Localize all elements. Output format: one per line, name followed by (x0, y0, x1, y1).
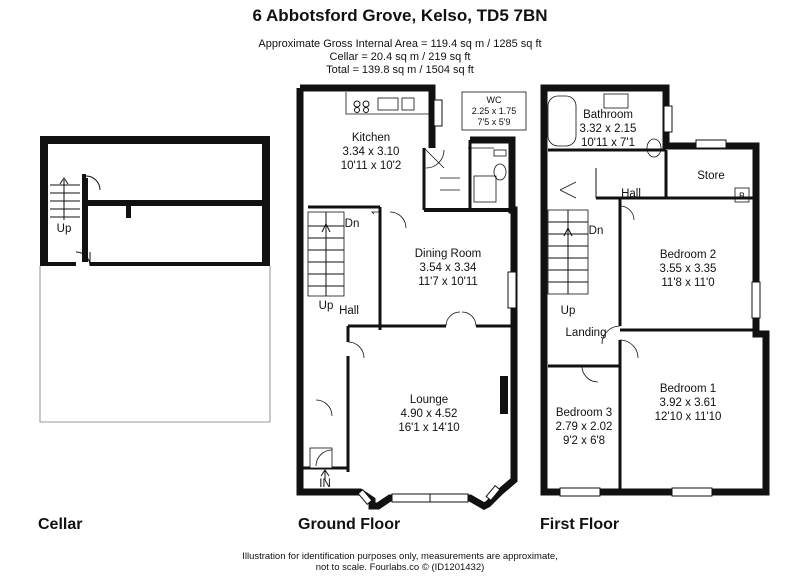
bedroom3-name: Bedroom 3 (556, 407, 612, 419)
kitchen-imperial: 10'11 x 10'2 (341, 160, 401, 172)
first-hall-name: Hall (621, 188, 641, 200)
cellar-unexcavated-outline (39, 266, 271, 423)
kitchen-name: Kitchen (352, 132, 390, 144)
first-floor-plan (540, 84, 770, 497)
bedroom1-window (671, 487, 713, 497)
cellar-plan (39, 136, 271, 423)
bedroom3-imperial: 9'2 x 6'8 (563, 435, 605, 447)
kitchen-sink (377, 97, 399, 111)
lounge-name: Lounge (410, 394, 448, 406)
bath-tub (547, 95, 577, 147)
bathroom-name: Bathroom (583, 109, 633, 121)
dining-window (507, 271, 517, 309)
first-stairs-down-label: Dn (589, 225, 604, 237)
cellar-floor-label: Cellar (38, 516, 83, 533)
front-door (309, 447, 333, 469)
store-window (695, 139, 727, 149)
lounge-imperial: 16'1 x 14'10 (398, 422, 459, 434)
kitchen-metric: 3.34 x 3.10 (343, 146, 400, 158)
total-area-text: Total = 139.8 sq m / 1504 sq ft (326, 64, 474, 76)
bathroom-basin (603, 93, 629, 109)
gross-area-text: Approximate Gross Internal Area = 119.4 … (258, 38, 542, 50)
boiler-label: B (739, 191, 745, 201)
ground-floor-plan (296, 84, 518, 510)
page-title: 6 Abbotsford Grove, Kelso, TD5 7BN (252, 6, 548, 25)
bathroom-metric: 3.32 x 2.15 (580, 123, 637, 135)
disclaimer-line1: Illustration for identification purposes… (242, 551, 558, 562)
lounge-fireplace (500, 376, 508, 414)
wc-basin (473, 175, 497, 203)
ground-floor-label: Ground Floor (298, 516, 401, 533)
disclaimer-line2: not to scale. Fourlabs.co © (ID1201432) (315, 562, 485, 573)
dining-imperial: 11'7 x 10'11 (418, 276, 478, 288)
cellar-area-text: Cellar = 20.4 sq m / 219 sq ft (329, 51, 471, 63)
dining-door-swing (389, 211, 407, 229)
bedroom2-metric: 3.55 x 3.35 (660, 263, 717, 275)
dining-metric: 3.54 x 3.34 (420, 262, 478, 274)
ground-stairs-down-label: Dn (345, 218, 360, 230)
bedroom2-window (751, 281, 761, 319)
bathroom-imperial: 10'11 x 7'1 (581, 137, 635, 149)
cellar-stairs-up-label: Up (57, 223, 72, 235)
entrance-label: IN (319, 478, 331, 490)
boiler-box (734, 187, 750, 203)
first-stairs (547, 209, 589, 295)
bedroom1-metric: 3.92 x 3.61 (660, 397, 717, 409)
wc-metric: 2.25 x 1.75 (472, 106, 517, 116)
ground-stairs (307, 211, 345, 297)
bedroom3-metric: 2.79 x 2.02 (556, 421, 613, 433)
wc-toilet (493, 163, 507, 181)
bedroom3-window (559, 487, 601, 497)
cellar-inner-wall (86, 200, 262, 206)
ground-hall-name: Hall (339, 305, 359, 317)
bedroom1-name: Bedroom 1 (660, 383, 716, 395)
wc-imperial: 7'5 x 5'9 (478, 117, 511, 127)
cellar-stairs (50, 177, 80, 220)
ground-stairs-up-label: Up (319, 300, 334, 312)
bathroom-window (663, 105, 673, 133)
disclaimer: Illustration for identification purposes… (0, 551, 800, 573)
store-name: Store (697, 170, 725, 182)
ground-outer-walls (296, 88, 518, 510)
wc-name: WC (487, 95, 502, 105)
bedroom2-name: Bedroom 2 (660, 249, 716, 261)
bedroom1-imperial: 12'10 x 11'10 (655, 411, 722, 423)
first-stairs-up-label: Up (561, 305, 576, 317)
bedroom2-imperial: 11'8 x 11'0 (661, 277, 714, 289)
wc-label-box (461, 91, 527, 131)
kitchen-window (433, 99, 443, 127)
lounge-metric: 4.90 x 4.52 (401, 408, 458, 420)
dining-name: Dining Room (415, 248, 481, 260)
landing-name: Landing (566, 327, 607, 339)
first-floor-label: First Floor (540, 516, 620, 533)
kitchen-worktop (345, 92, 431, 115)
